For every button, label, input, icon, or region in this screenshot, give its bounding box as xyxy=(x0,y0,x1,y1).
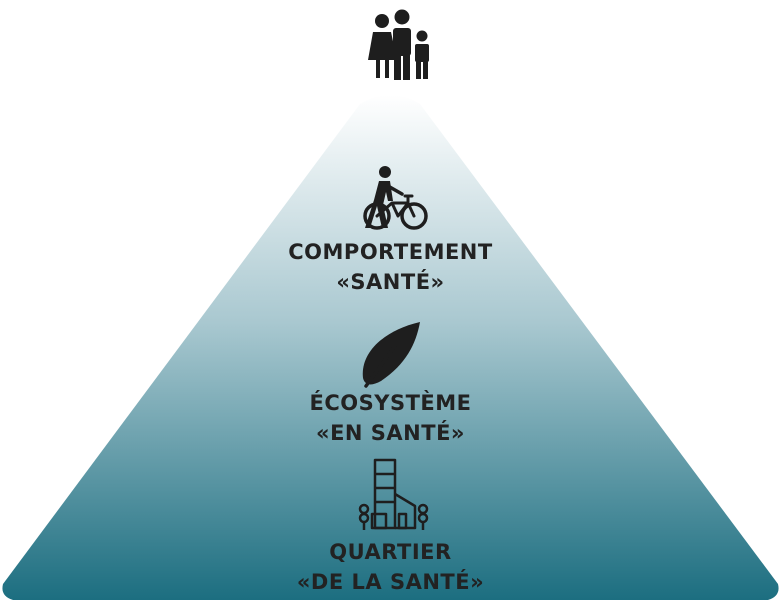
family-icon xyxy=(368,9,429,80)
building-with-trees-icon xyxy=(358,458,429,530)
level-label-comportement: COMPORTEMENT «SANTÉ» xyxy=(0,237,781,297)
level-label-ecosysteme: ÉCOSYSTÈME «EN SANTÉ» xyxy=(0,388,781,448)
level-title: ÉCOSYSTÈME xyxy=(309,391,472,415)
level-label-quartier: QUARTIER «DE LA SANTÉ» xyxy=(0,537,781,597)
level-title: QUARTIER xyxy=(329,540,452,564)
level-subtitle: «DE LA SANTÉ» xyxy=(296,570,485,594)
leaf-icon xyxy=(362,322,420,388)
level-subtitle: «EN SANTÉ» xyxy=(316,421,465,445)
level-subtitle: «SANTÉ» xyxy=(336,270,445,294)
level-title: COMPORTEMENT xyxy=(288,240,493,264)
pedestrian-with-bicycle-icon xyxy=(363,166,428,230)
